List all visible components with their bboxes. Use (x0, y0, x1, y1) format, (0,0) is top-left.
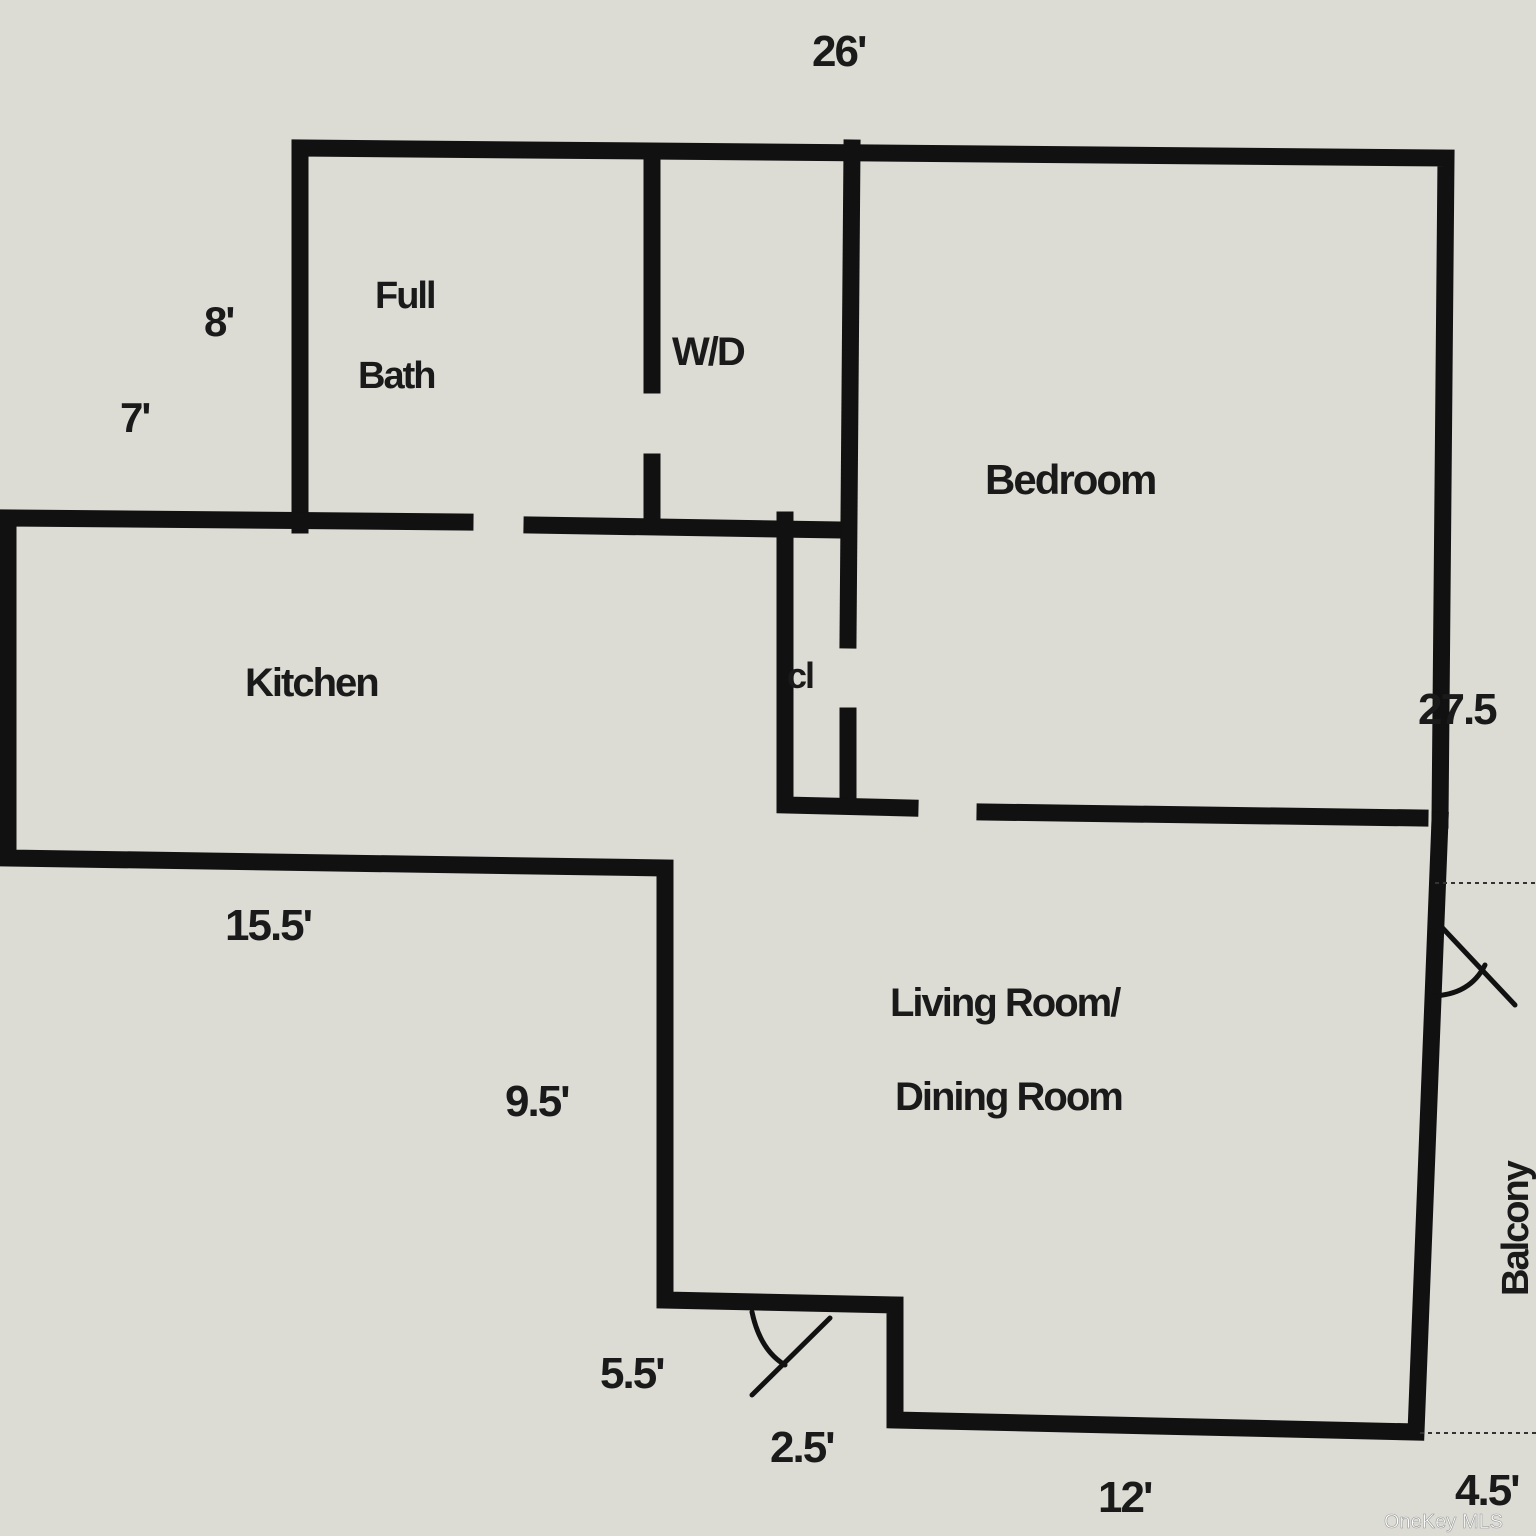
dimension-right: 27.5 (1418, 685, 1497, 734)
dimension-bath-offset: 7' (120, 394, 149, 441)
balcony-outline (1420, 882, 1536, 1434)
dimension-bath-height: 8' (204, 298, 233, 345)
entry-door-icon (749, 1309, 833, 1398)
watermark: OneKey MLS (1384, 1511, 1503, 1533)
dimension-kitchen-width: 15.5' (225, 901, 312, 950)
balcony-door-icon (1429, 917, 1518, 1008)
dimension-top: 26' (812, 27, 866, 76)
dimension-living-bottom: 12' (1098, 1473, 1152, 1522)
dimension-balcony-width: 4.5' (1455, 1466, 1519, 1515)
dimension-living-left: 9.5' (505, 1077, 569, 1126)
dimension-entry-step: 2.5' (770, 1423, 834, 1472)
room-label-balcony: Balcony (1495, 1160, 1536, 1296)
room-label-living: Living Room/ (890, 981, 1121, 1025)
room-label-wd: W/D (672, 330, 745, 374)
room-label-full-bath: Full (375, 275, 435, 317)
room-label-full-bath-2: Bath (358, 355, 434, 397)
room-label-kitchen: Kitchen (245, 661, 378, 705)
dimension-entry-width: 5.5' (600, 1349, 664, 1398)
room-label-bedroom: Bedroom (985, 456, 1155, 503)
walls (0, 139, 1455, 1441)
room-label-dining: Dining Room (895, 1075, 1122, 1119)
doors (749, 917, 1518, 1398)
room-label-closet: cl (787, 655, 813, 696)
